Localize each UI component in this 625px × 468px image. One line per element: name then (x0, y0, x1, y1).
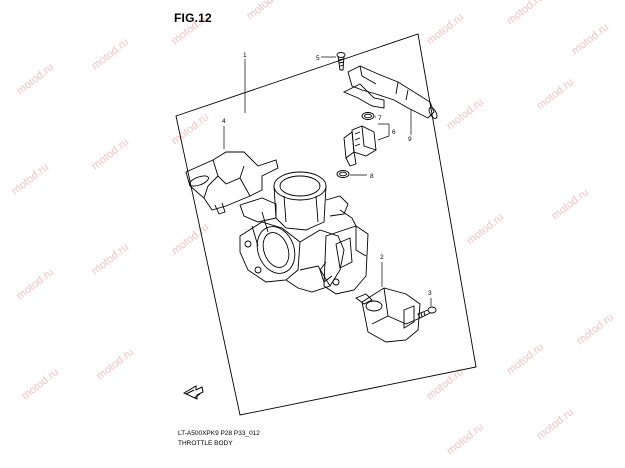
watermark: motod.ru (9, 161, 51, 197)
watermark: motod.ru (89, 36, 131, 72)
callout-4: 4 (222, 118, 226, 149)
o-ring-lower (336, 170, 350, 178)
watermark: motod.ru (424, 366, 466, 402)
callout-number: 9 (408, 136, 412, 143)
watermark: motod.ru (504, 0, 546, 27)
front-direction-arrow-icon (182, 385, 204, 400)
figure-caption: THROTTLE BODY (178, 440, 233, 447)
callout-3: 3 (428, 290, 432, 306)
watermark: motod.ru (574, 311, 616, 347)
watermark: motod.ru (244, 0, 286, 22)
callout-number: 3 (428, 290, 432, 297)
callout-number: 6 (392, 129, 396, 136)
watermark: motod.ru (19, 366, 61, 402)
assembly-boundary (175, 33, 477, 416)
watermark-layer: motod.ru motod.ru motod.ru motod.ru moto… (9, 0, 616, 457)
callout-number: 8 (370, 173, 374, 180)
watermark: motod.ru (534, 406, 576, 442)
watermark: motod.ru (464, 211, 506, 247)
callout-number: 5 (316, 55, 320, 62)
callout-8: 8 (350, 173, 374, 180)
watermark: motod.ru (94, 346, 136, 382)
watermark: motod.ru (444, 96, 486, 132)
watermark: motod.ru (534, 76, 576, 112)
watermark: motod.ru (549, 186, 591, 222)
callout-9: 9 (408, 110, 412, 143)
callout-6: 6 (377, 123, 396, 141)
callout-7: 7 (375, 115, 382, 122)
o-ring-upper (361, 112, 375, 120)
watermark: motod.ru (504, 341, 546, 377)
sensor-screw (417, 306, 437, 319)
watermark: motod.ru (89, 241, 131, 277)
fuel-injector (343, 125, 377, 167)
screw-part (336, 52, 346, 71)
watermark: motod.ru (424, 11, 466, 47)
watermark: motod.ru (89, 136, 131, 172)
watermark: motod.ru (444, 421, 486, 457)
callout-1: 1 (243, 52, 247, 113)
callout-5: 5 (316, 55, 336, 62)
callout-number: 7 (378, 115, 382, 122)
watermark: motod.ru (14, 61, 56, 97)
callout-number: 1 (243, 52, 247, 59)
callout-number: 4 (222, 118, 226, 125)
callout-2: 2 (380, 254, 384, 287)
throttle-body (239, 171, 369, 295)
callout-number: 2 (380, 254, 384, 261)
figure-code: LT-A500XPK9 P28 P33_012 (178, 430, 260, 437)
watermark: motod.ru (569, 21, 611, 57)
throttle-position-sensor (355, 287, 421, 343)
bracket-part (185, 151, 279, 215)
fuel-delivery-pipe (342, 65, 438, 119)
figure-title: FIG.12 (174, 11, 212, 25)
watermark: motod.ru (14, 266, 56, 302)
